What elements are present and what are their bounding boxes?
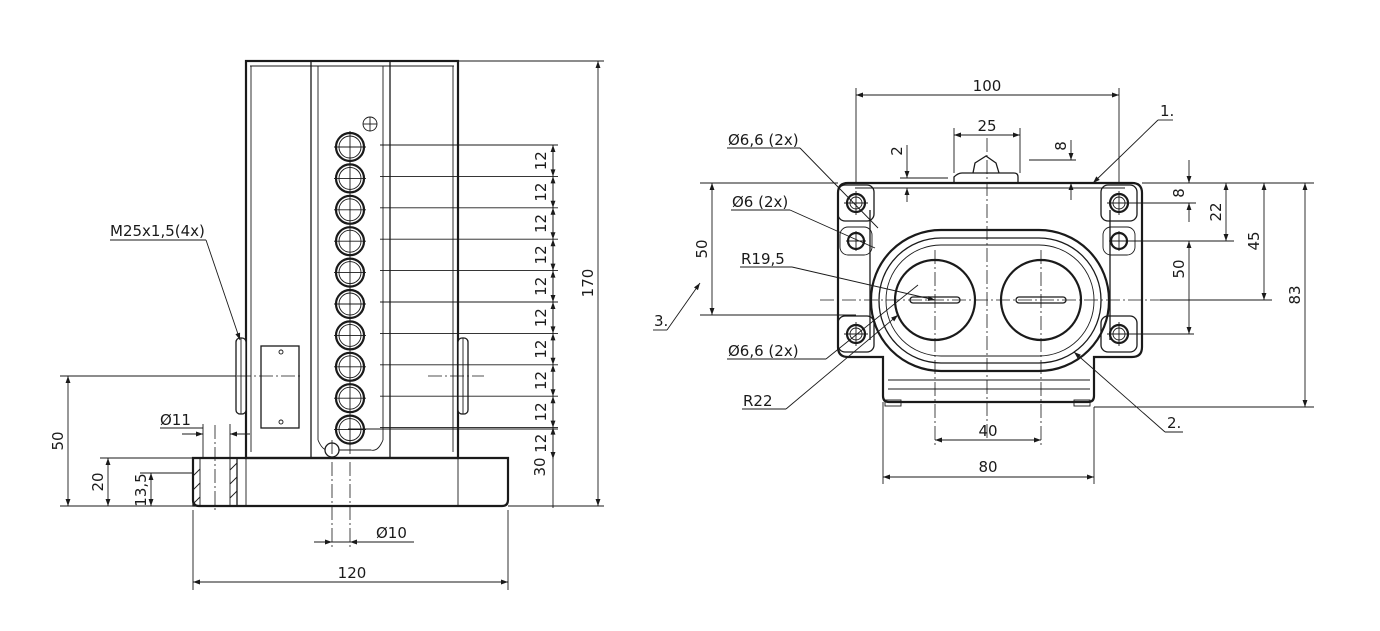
dim-40-label: 40 bbox=[978, 422, 997, 440]
callout-1: 1. bbox=[1160, 102, 1174, 120]
dim-83-label: 83 bbox=[1286, 285, 1304, 304]
stack-button bbox=[334, 413, 366, 446]
top-housing-outline bbox=[836, 181, 1144, 404]
dim-20-label: 20 bbox=[89, 472, 107, 491]
dim-170-label: 170 bbox=[579, 269, 597, 298]
stack-button bbox=[334, 288, 366, 320]
mounting-hole bbox=[837, 315, 875, 353]
stack-button bbox=[334, 162, 366, 195]
label-plate bbox=[260, 345, 300, 429]
pitch-label: 12 bbox=[532, 214, 550, 233]
pitch-label: 12 bbox=[532, 371, 550, 390]
dim-30-label: 30 bbox=[531, 457, 549, 476]
hole-6-label: Ø6 (2x) bbox=[732, 193, 788, 211]
pitch-label: 12 bbox=[532, 245, 550, 264]
hole-66-bottom-label: Ø6,6 (2x) bbox=[728, 342, 799, 360]
stack-button bbox=[334, 256, 366, 289]
pitch-label: 12 bbox=[532, 183, 550, 202]
mounting-hole-small bbox=[839, 226, 873, 256]
dim-100-label: 100 bbox=[973, 77, 1002, 95]
callout-3: 3. bbox=[654, 312, 668, 330]
stack-button bbox=[334, 225, 366, 258]
stack-button bbox=[334, 382, 366, 415]
top-view: 100 25 2 8 8 22 50 45 83 bbox=[653, 77, 1314, 484]
hole-66-top-label: Ø6,6 (2x) bbox=[728, 131, 799, 149]
pitch-label: 12 bbox=[532, 277, 550, 296]
dim-80-label: 80 bbox=[978, 458, 997, 476]
dia-10-label: Ø10 bbox=[376, 524, 407, 542]
stack-button bbox=[334, 319, 366, 352]
dim-13-5-label: 13,5 bbox=[132, 473, 150, 506]
thread-label: M25x1,5(4x) bbox=[110, 222, 205, 240]
dim-50-left-label: 50 bbox=[49, 431, 67, 450]
stack-button bbox=[334, 193, 366, 226]
mounting-hole bbox=[837, 184, 875, 222]
pitch-label: 12 bbox=[532, 308, 550, 327]
dim-22-label: 22 bbox=[1207, 202, 1225, 221]
pitch-label: 12 bbox=[532, 340, 550, 359]
dim-45-label: 45 bbox=[1245, 231, 1263, 250]
base-plate bbox=[191, 456, 510, 508]
dia-11-label: Ø11 bbox=[160, 411, 191, 429]
pitch-label: 12 bbox=[532, 402, 550, 421]
dim-2-label: 2 bbox=[888, 146, 906, 156]
pitch-label: 12 bbox=[532, 434, 550, 453]
dim-120-label: 120 bbox=[338, 564, 367, 582]
dim-50-left-top-label: 50 bbox=[693, 239, 711, 258]
stack-button bbox=[334, 350, 366, 383]
radius-19-5-label: R19,5 bbox=[741, 250, 785, 268]
button-frame-outer bbox=[869, 228, 1111, 373]
pitch-dimension-chain: 12 12 12 12 12 12 12 12 12 12 bbox=[380, 144, 558, 459]
pitch-label: 12 bbox=[532, 151, 550, 170]
dim-25-label: 25 bbox=[977, 117, 996, 135]
stack-button bbox=[334, 131, 366, 163]
dim-50-right-label: 50 bbox=[1170, 259, 1188, 278]
callout-2: 2. bbox=[1167, 414, 1181, 432]
radius-22-label: R22 bbox=[743, 392, 773, 410]
button-stack bbox=[334, 131, 366, 446]
dim-8-side-label: 8 bbox=[1170, 188, 1188, 198]
dim-8-top-label: 8 bbox=[1052, 141, 1070, 151]
